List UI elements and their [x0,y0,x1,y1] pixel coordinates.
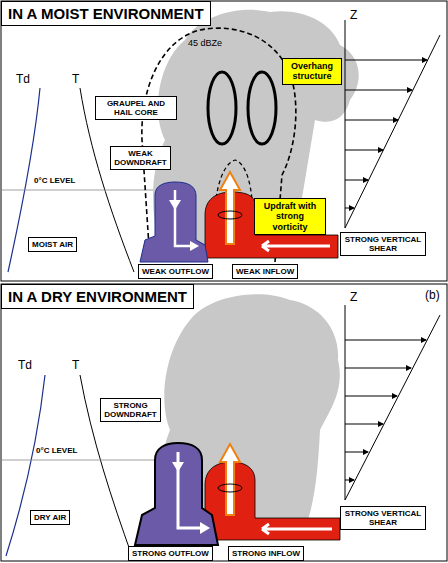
callout-box: GRAUPEL AND HAIL CORE [95,96,177,120]
box-text: MOIST AIR [32,240,73,249]
panel-title: IN A MOIST ENVIRONMENT [1,1,211,26]
callout-box: Overhang structure [282,58,342,85]
box-text: GRAUPEL AND HAIL CORE [99,99,173,117]
box-text: Updraft with strong vorticity [258,201,322,232]
flow-box: WEAK INFLOW [232,264,298,279]
sounding-label: T [72,72,79,86]
sounding-label: Td [18,358,32,372]
axis-label: Z [350,290,357,304]
box-text: STRONG OUTFLOW [132,549,209,558]
box-text: IN A MOIST ENVIRONMENT [8,5,204,22]
box-text: WEAK DOWNDRAFT [114,149,167,167]
box-text: Overhang structure [286,61,338,82]
sounding-label: T [72,358,79,372]
level-label: 0°C LEVEL [34,176,75,185]
air-mass-box: MOIST AIR [28,237,77,252]
callout-box: Updraft with strong vorticity [254,198,326,235]
sounding-label: Td [16,72,30,86]
flow-box: WEAK OUTFLOW [138,264,213,279]
box-text: DRY AIR [34,513,66,522]
level-label: 0°C LEVEL [36,446,77,455]
box-text: WEAK OUTFLOW [142,267,209,276]
shear-box: STRONG VERTICAL SHEAR [340,506,426,530]
box-text: WEAK INFLOW [236,267,294,276]
panel-title: IN A DRY ENVIRONMENT [1,284,194,309]
flow-box: STRONG INFLOW [228,546,304,561]
callout-box: WEAK DOWNDRAFT [110,146,171,170]
box-text: STRONG INFLOW [232,549,300,558]
box-text: STRONG VERTICAL SHEAR [344,235,422,253]
axis-label: Z [350,8,357,22]
flow-box: STRONG OUTFLOW [128,546,213,561]
box-text: STRONG VERTICAL SHEAR [344,509,422,527]
air-mass-box: DRY AIR [30,510,70,525]
box-text: IN A DRY ENVIRONMENT [8,288,187,305]
panel-letter: (b) [425,288,440,302]
reflectivity-label: 45 dBZe [188,38,222,48]
callout-box: STRONG DOWNDRAFT [100,398,161,422]
box-text: STRONG DOWNDRAFT [104,401,157,419]
shear-box: STRONG VERTICAL SHEAR [340,232,426,256]
